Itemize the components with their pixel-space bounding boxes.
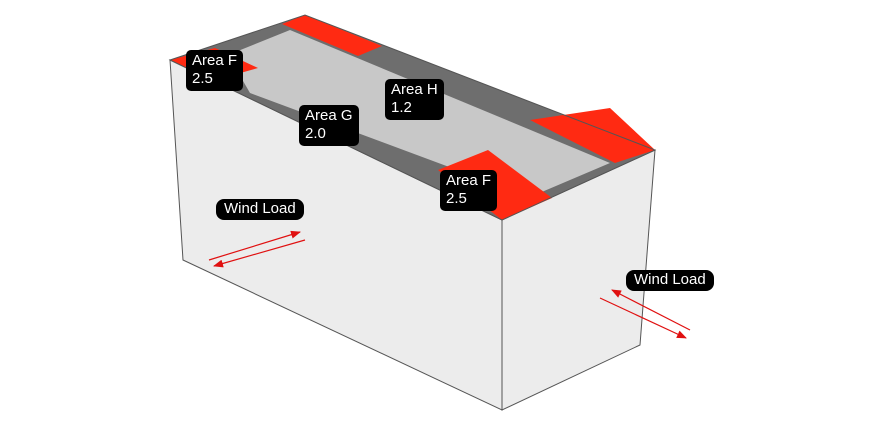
area-f-left-value: 2.5: [192, 70, 213, 87]
area-f-front-name: Area F: [446, 172, 492, 189]
wind-load-label-left: Wind Load: [216, 199, 304, 220]
wind-load-label-right: Wind Load: [626, 270, 714, 291]
roof-outline: [168, 14, 657, 221]
wind-arrow-right-2: [599, 297, 687, 339]
area-h-value: 1.2: [391, 99, 412, 116]
wind-arrow-left-1: [208, 230, 301, 261]
wind-arrow-right-1: [611, 289, 691, 331]
area-h-name: Area H: [391, 81, 438, 98]
area-h-label: Area H 1.2: [385, 79, 444, 120]
area-f-left-name: Area F: [192, 52, 238, 69]
area-g-value: 2.0: [305, 125, 326, 142]
area-g-label: Area G 2.0: [299, 105, 359, 146]
wind-arrow-left-2: [213, 239, 306, 268]
roof-zone-f-back: [282, 15, 382, 56]
area-f-label-front: Area F 2.5: [440, 170, 498, 211]
area-f-label-left: Area F 2.5: [186, 50, 244, 91]
area-f-front-value: 2.5: [446, 190, 467, 207]
roof-zone-f-right: [530, 108, 655, 163]
area-g-name: Area G: [305, 107, 353, 124]
